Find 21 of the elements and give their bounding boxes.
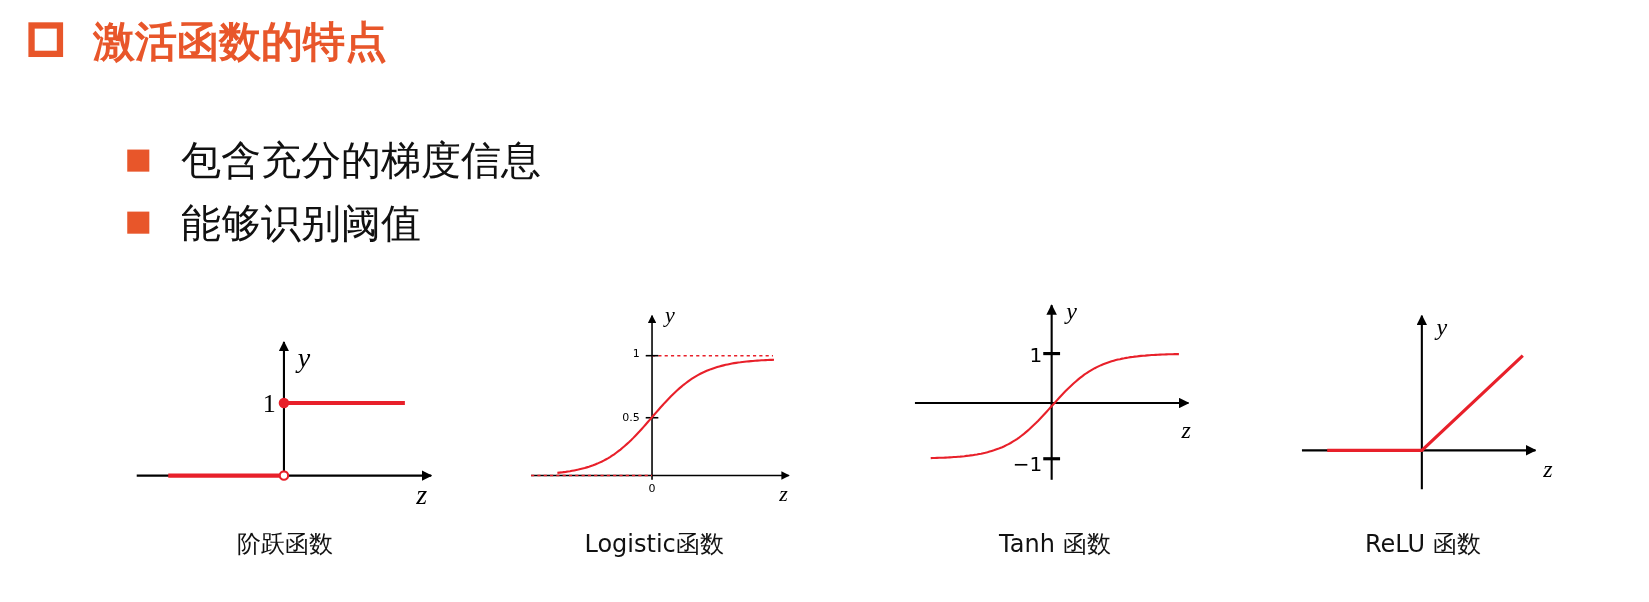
tick-label: −1 <box>1012 452 1043 475</box>
axis-label: y <box>1066 298 1077 325</box>
tick-label: 0 <box>648 482 656 496</box>
axis-label: y <box>1436 313 1448 341</box>
bullet-text: 包含充分的梯度信息 <box>180 137 541 182</box>
graph-caption: Tanh 函数 <box>999 530 1111 557</box>
graph-caption: Logistic函数 <box>584 530 724 557</box>
axis-label: z <box>1181 416 1191 444</box>
axis-label: z <box>1543 455 1553 483</box>
axis-label: z <box>779 482 788 507</box>
bullet-text: 能够识别阈值 <box>180 200 421 245</box>
axis-label: y <box>297 342 311 373</box>
axis-label: y <box>665 303 675 328</box>
graph-caption: 阶跃函数 <box>237 530 333 557</box>
graph-caption: ReLU 函数 <box>1365 530 1481 557</box>
tick-label: 1 <box>262 389 276 419</box>
slide-title: 激活函数的特点 <box>92 18 387 66</box>
tick-label: 1 <box>1029 344 1043 367</box>
axis-label: z <box>416 479 428 511</box>
tick-label: 0.5 <box>622 411 640 424</box>
tick-label: 1 <box>632 348 640 361</box>
